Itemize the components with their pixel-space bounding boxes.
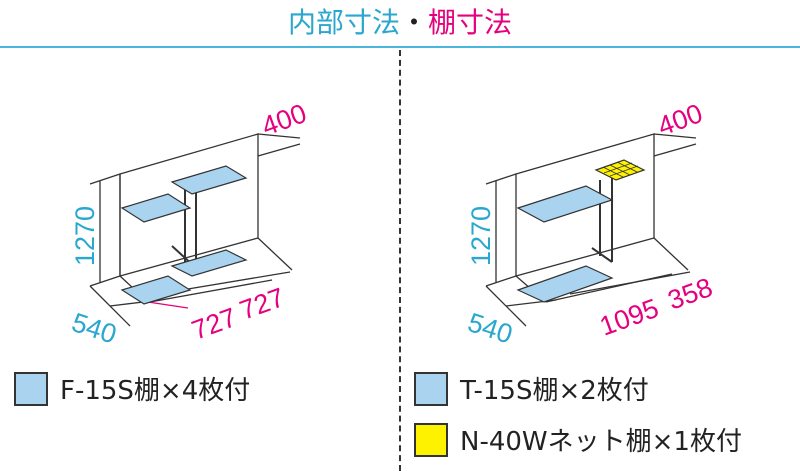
right-shelves <box>516 185 614 303</box>
shelf-swatch <box>414 371 448 406</box>
right-width-label-b: 358 <box>664 272 717 316</box>
right-height-label: 1270 <box>466 206 496 266</box>
left-depth-label: 540 <box>68 307 120 349</box>
left-shelf-top-2 <box>170 165 248 195</box>
legend-left-item: F-15S棚×4枚付 <box>14 370 250 407</box>
legend-right-item-1: T-15S棚×2枚付 <box>414 370 649 407</box>
right-shelf-depth-label: 400 <box>654 98 707 142</box>
left-shelf-depth-label: 400 <box>258 98 311 142</box>
left-width-label-b: 727 <box>236 282 289 326</box>
right-depth-label: 540 <box>464 307 516 349</box>
title-shelf-dimensions: 棚寸法 <box>428 6 513 39</box>
right-shelf-top <box>516 185 614 223</box>
title-internal-dimensions: 内部寸法 <box>287 6 400 39</box>
title-separator: ・ <box>399 6 428 39</box>
legend-right-label-2: N-40Wネット棚×1枚付 <box>460 427 742 457</box>
left-shelves <box>120 165 248 305</box>
left-width-label-a: 727 <box>188 302 241 346</box>
legend-right-item-2: N-40Wネット棚×1枚付 <box>414 421 742 458</box>
shelf-diagrams: 1270 540 400 727 727 1270 540 400 1095 3… <box>68 98 716 350</box>
left-shelf-low-1 <box>120 275 192 305</box>
left-height-label: 1270 <box>70 206 100 266</box>
right-dim-labels: 1270 540 400 1095 358 <box>464 98 716 350</box>
right-width-label-a: 1095 <box>596 293 663 342</box>
page-title: 内部寸法・棚寸法 <box>0 0 800 46</box>
header-rule <box>0 46 800 48</box>
left-shelf-low-2 <box>170 249 248 277</box>
right-storage-diagram <box>485 133 697 327</box>
left-dim-labels: 1270 540 400 727 727 <box>68 98 310 350</box>
legend-left-label: F-15S棚×4枚付 <box>60 376 251 406</box>
shelf-swatch <box>14 371 48 406</box>
net-shelf-swatch <box>414 422 448 457</box>
right-net-shelf <box>594 159 646 181</box>
right-shelf-low <box>516 265 614 303</box>
left-shelf-top-1 <box>120 193 192 223</box>
center-divider <box>399 50 401 471</box>
legend-right-label-1: T-15S棚×2枚付 <box>460 376 649 406</box>
